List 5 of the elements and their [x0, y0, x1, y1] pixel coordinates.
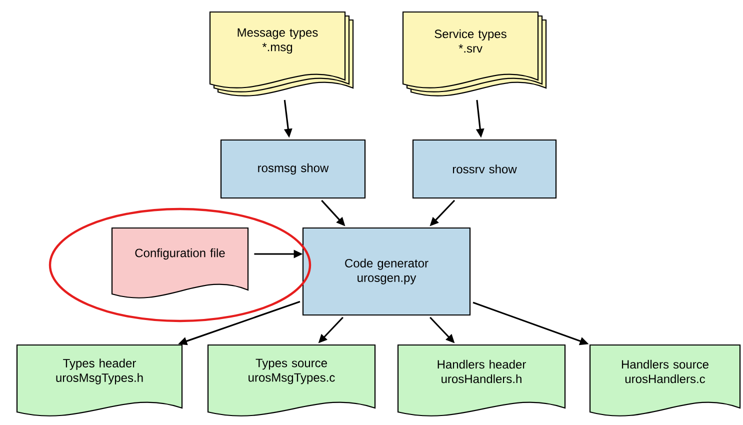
process-box: rosmsg show — [220, 139, 366, 199]
document-stack: Service types *.srv — [402, 11, 547, 96]
process-box: rossrv show — [412, 139, 557, 199]
process-box: Code generator urosgen.py — [302, 227, 471, 316]
document-stack: Message types *.msg — [209, 11, 354, 96]
